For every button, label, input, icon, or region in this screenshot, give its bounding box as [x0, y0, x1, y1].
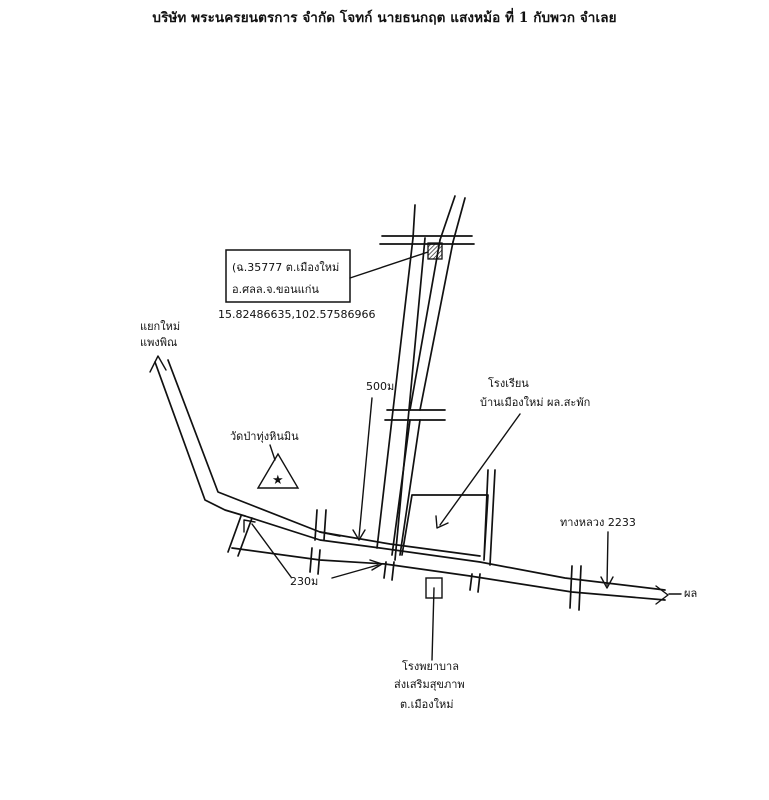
road-northwest-edge-a: [154, 361, 246, 517]
road-main-north-edge: [244, 515, 666, 591]
health-office-pointer-line: [431, 587, 435, 661]
cross-street-4: [469, 573, 481, 593]
road-north-south-east-c: [419, 241, 454, 411]
road-main-south-edge: [231, 547, 666, 601]
road-north-south-east-top: [439, 195, 456, 241]
coordinates-label: 15.82486635,102.57586966: [218, 308, 375, 321]
road-north-south-east-edge: [394, 237, 426, 561]
label-school-line-2: บ้านเมืองใหม่ ผล.สะพัก: [480, 396, 590, 409]
label-east-end: ผล: [684, 587, 697, 600]
cross-street-5: [569, 565, 582, 611]
road-middle-east: [391, 419, 421, 556]
road-northwest-edge-b: [167, 359, 341, 537]
property-info-line-1: (ฉ.35777 ต.เมืองใหม่: [232, 261, 339, 274]
northwest-arrow-icon: [149, 355, 167, 373]
road-north-south-east-b: [409, 239, 441, 411]
road-north-south-east-top-b: [452, 197, 466, 243]
label-office-line-1: โรงพยาบาล: [402, 659, 459, 673]
school-arrowhead-icon: [435, 515, 449, 529]
road-main-north-edge-upper: [319, 531, 481, 557]
property-info-line-2: อ.ศลล.จ.ขอนแก่น: [232, 283, 319, 296]
label-office-line-3: ต.เมืองใหม่: [400, 698, 454, 711]
property-plot-icon: [427, 242, 443, 260]
road-north-south-west-top: [412, 204, 416, 239]
highway-pointer-arrow-icon: [606, 531, 609, 586]
distance-north-label: 500ม: [366, 380, 394, 393]
highway-arrowhead-icon: [600, 576, 614, 589]
cross-street-3: [383, 561, 395, 581]
label-northwest-line-1: แยกใหม่: [140, 320, 180, 333]
property-pointer-line: [349, 251, 429, 279]
temple-icon: [256, 452, 300, 489]
distance-north-arrow-icon: [358, 397, 373, 538]
label-office-line-2: ส่งเสริมสุขภาพ: [394, 678, 465, 691]
label-highway: ทางหลวง 2233: [560, 516, 636, 529]
east-arrow-icon: [655, 585, 669, 605]
distance-south-arrowhead-a-icon: [243, 519, 256, 533]
school-compound: [401, 469, 496, 566]
label-temple: วัดป่าทุ่งหินมิน: [230, 430, 299, 443]
document-header: บริษัท พระนครยนตรการ จำกัด โจทก์ นายธนกฤ…: [152, 10, 617, 26]
distance-south-label: 230ม: [290, 575, 318, 588]
temple-star-icon: ★: [272, 473, 284, 488]
cross-street-1: [314, 509, 327, 541]
distance-north-arrowhead-icon: [352, 529, 366, 541]
property-info-box: [225, 249, 351, 303]
temple-pointer-line: [269, 444, 276, 461]
distance-south-arrowhead-b-icon: [369, 559, 383, 571]
label-school-line-1: โรงเรียน: [488, 376, 529, 390]
school-pointer-arrow-icon: [439, 413, 521, 526]
label-northwest-line-2: แพงพิณ: [140, 336, 177, 349]
distance-south-line: [251, 523, 379, 579]
road-north-south-west-edge: [376, 237, 414, 549]
cross-street-2: [309, 547, 321, 575]
